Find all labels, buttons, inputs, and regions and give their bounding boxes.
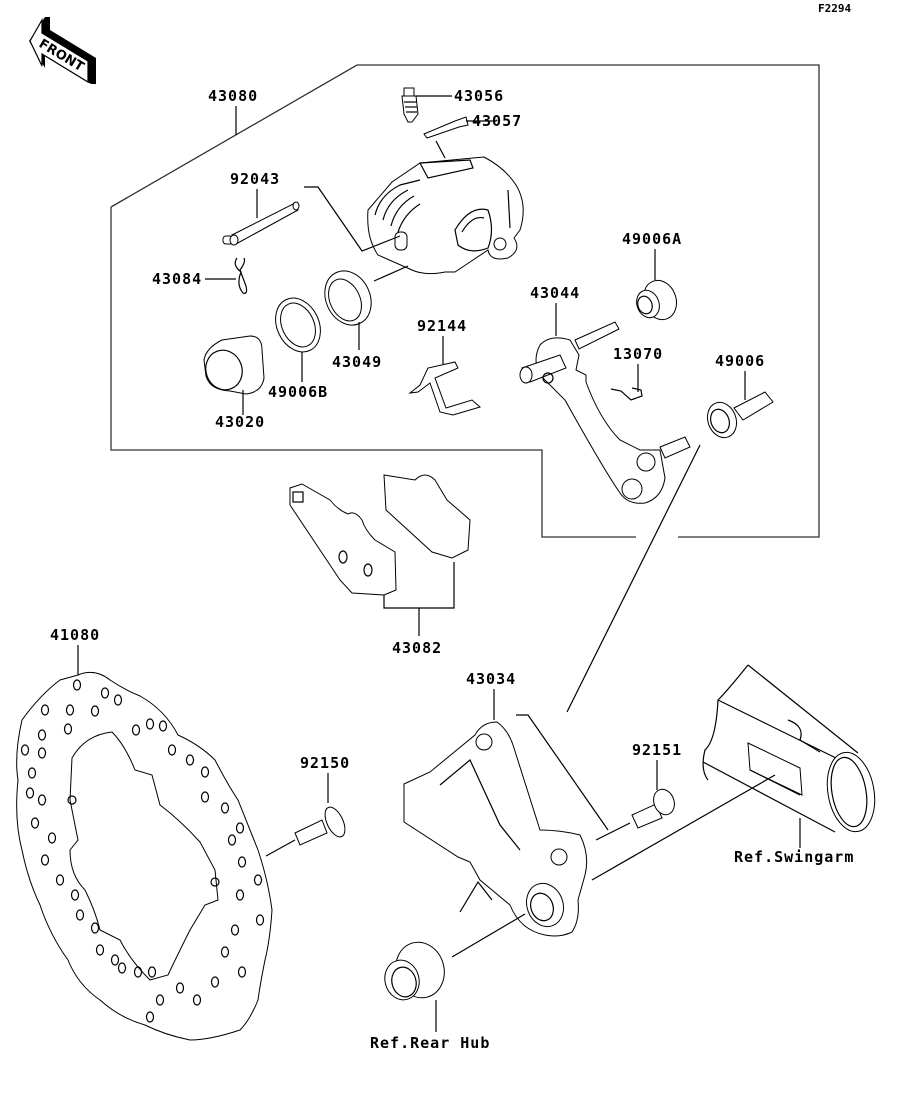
cap-43057: 43057 — [423, 112, 522, 159]
part-label-43034: 43034 — [466, 670, 516, 688]
assembly-outline — [110, 64, 820, 538]
spring-92144: 92144 — [408, 317, 482, 416]
clip-43084: 43084 — [152, 257, 248, 294]
part-label-43080: 43080 — [208, 87, 258, 105]
part-label-41080: 41080 — [50, 626, 100, 644]
brake-pads-43082: 43082 — [289, 474, 471, 657]
pin-92043: 92043 — [222, 170, 300, 246]
part-label-92151: 92151 — [632, 741, 682, 759]
part-label-49006: 49006 — [715, 352, 765, 370]
assembly-outline-lower — [110, 207, 636, 538]
part-label-49006A: 49006A — [622, 230, 682, 248]
part-label-43020: 43020 — [215, 413, 265, 431]
ref-label-swingarm: Ref.Swingarm — [734, 848, 854, 866]
piston-43020: 43020 — [203, 335, 265, 431]
part-label-43049: 43049 — [332, 353, 382, 371]
part-label-43082: 43082 — [392, 639, 442, 657]
part-label-43084: 43084 — [152, 270, 202, 288]
part-label-13070: 13070 — [613, 345, 663, 363]
callout-43080: 43080 — [208, 87, 258, 135]
bleed-valve-43056: 43056 — [401, 87, 504, 123]
ref-label-rear-hub: Ref.Rear Hub — [370, 1034, 490, 1052]
front-arrow-icon: FRONT — [29, 17, 96, 84]
figure-id: F2294 — [818, 2, 851, 15]
bolt-92151: 92151 — [595, 741, 682, 841]
clip-13070: 13070 — [610, 345, 663, 401]
seal-43049: 43049 — [324, 270, 382, 371]
boot-49006: 49006 — [706, 352, 774, 439]
part-label-49006B: 49006B — [268, 383, 328, 401]
brake-disc-41080: 41080 — [16, 626, 273, 1041]
rear-hub-collar-reference: Ref.Rear Hub — [370, 913, 526, 1052]
part-label-92144: 92144 — [417, 317, 467, 335]
boot-49006A: 49006A — [622, 230, 682, 321]
part-label-43044: 43044 — [530, 284, 580, 302]
bracket-43044: 43044 — [519, 284, 691, 504]
part-label-43056: 43056 — [454, 87, 504, 105]
part-label-92150: 92150 — [300, 754, 350, 772]
bolt-92150: 92150 — [265, 754, 350, 857]
part-label-92043: 92043 — [230, 170, 280, 188]
swingarm-reference: Ref.Swingarm — [591, 664, 876, 881]
caliper-body — [367, 156, 524, 275]
seal-49006B: 49006B — [268, 297, 328, 401]
caliper-bracket-43034: 43034 — [403, 670, 609, 937]
part-label-43057: 43057 — [472, 112, 522, 130]
